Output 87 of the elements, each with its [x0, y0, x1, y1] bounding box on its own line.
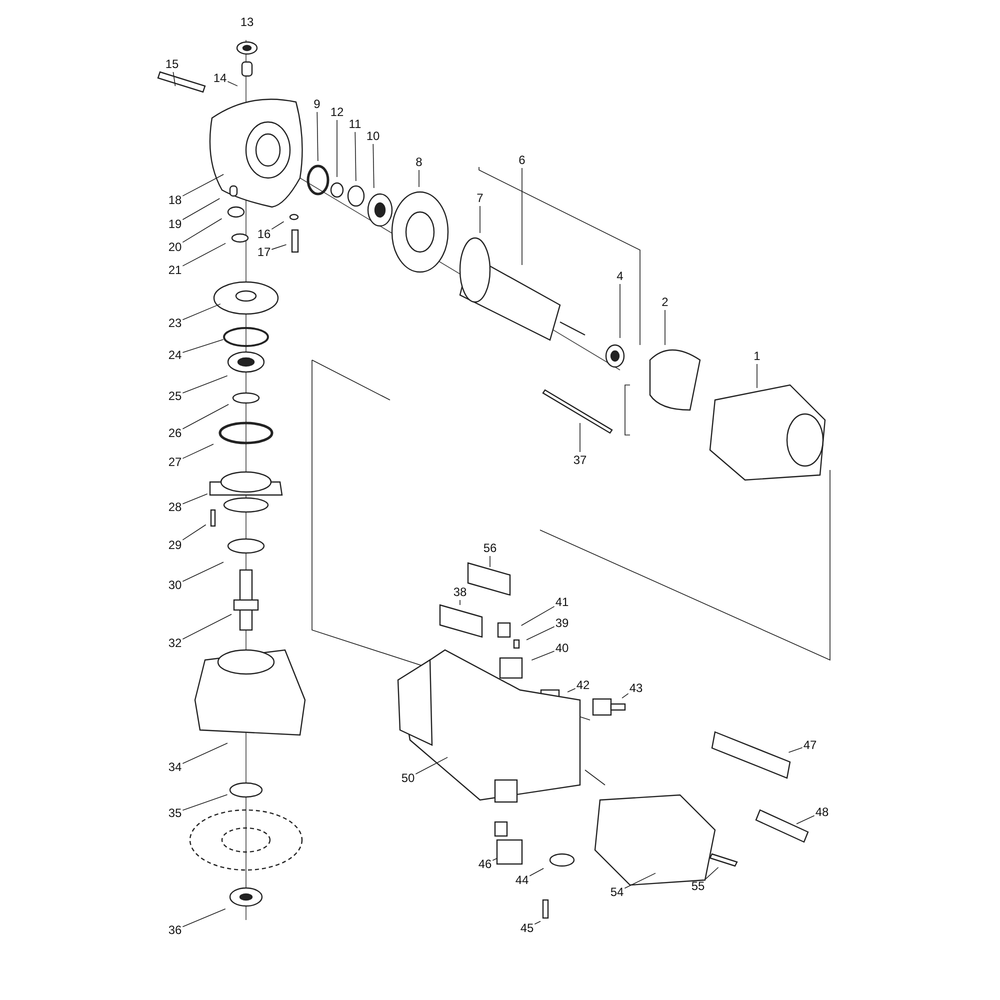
callout-number: 36 [168, 923, 182, 937]
leader-line [418, 170, 420, 188]
callout-number: 21 [168, 263, 182, 277]
callout-number: 4 [616, 269, 624, 283]
leader-line [182, 218, 222, 243]
callout-number: 45 [520, 921, 534, 935]
leader-line [182, 339, 224, 353]
leader-line [336, 120, 338, 178]
callout-number: 38 [453, 585, 467, 599]
leader-line [182, 404, 229, 430]
callout-number: 42 [576, 678, 590, 692]
leader-line [182, 562, 224, 582]
callout-number: 11 [348, 117, 362, 131]
leader-line [415, 756, 448, 774]
callout-number: 29 [168, 538, 182, 552]
leader-line [354, 132, 356, 182]
leader-line [182, 794, 228, 811]
callout-number: 34 [168, 760, 182, 774]
callout-number: 35 [168, 806, 182, 820]
callout-number: 25 [168, 389, 182, 403]
leader-line [182, 493, 208, 504]
leader-line [182, 614, 232, 640]
callout-number: 19 [168, 217, 182, 231]
callout-number: 20 [168, 240, 182, 254]
leader-line [624, 872, 656, 889]
leader-line [182, 242, 226, 266]
callout-number: 10 [366, 129, 380, 143]
callout-number: 30 [168, 578, 182, 592]
callout-number: 46 [478, 857, 492, 871]
callout-number: 13 [240, 15, 254, 29]
leader-line [182, 524, 206, 540]
leader-line [182, 444, 214, 459]
callout-number: 9 [314, 97, 320, 111]
leader-line [172, 72, 176, 86]
callout-number: 32 [168, 636, 182, 650]
callout-number: 39 [555, 616, 569, 630]
leader-line [520, 606, 555, 626]
callout-number: 50 [401, 771, 415, 785]
callout-number: 37 [573, 453, 587, 467]
leader-line [529, 868, 544, 876]
callout-number: 23 [168, 316, 182, 330]
leader-line [372, 144, 374, 188]
leader-line [182, 908, 226, 928]
callout-number: 48 [815, 805, 829, 819]
leader-line [271, 221, 284, 230]
callout-number: 47 [803, 738, 817, 752]
callout-number: 55 [691, 879, 705, 893]
leader-line [182, 174, 224, 196]
leader-line [622, 693, 629, 698]
callout-number: 28 [168, 500, 182, 514]
callout-number: 1 [754, 349, 760, 363]
leader-line [796, 815, 815, 824]
leader-line [227, 81, 238, 86]
callout-number: 40 [555, 641, 569, 655]
callout-number: 26 [168, 426, 182, 440]
callout-number: 43 [629, 681, 643, 695]
leader-line [567, 688, 576, 692]
callout-number: 24 [168, 348, 182, 362]
leader-line [271, 244, 287, 250]
callout-number: 54 [610, 885, 624, 899]
callout-number: 17 [257, 245, 271, 259]
leader-line [316, 112, 318, 162]
callout-number: 56 [483, 541, 497, 555]
leader-line [182, 375, 228, 394]
callout-number: 14 [213, 71, 227, 85]
leader-line [526, 626, 555, 640]
callout-number: 6 [518, 153, 526, 167]
leader-line [182, 304, 221, 320]
leader-line [182, 198, 220, 220]
leader-line [705, 866, 719, 880]
callout-number: 2 [662, 295, 668, 309]
callout-number: 16 [257, 227, 271, 241]
leader-line [756, 364, 758, 388]
callout-number: 15 [165, 57, 179, 71]
leader-line [664, 310, 666, 346]
callout-number: 8 [416, 155, 422, 169]
callout-number: 27 [168, 455, 182, 469]
callout-number: 44 [515, 873, 529, 887]
leader-line [182, 742, 228, 764]
callout-number: 41 [555, 595, 569, 609]
leader-line [531, 650, 555, 661]
leader-line [788, 747, 803, 753]
callout-number: 18 [168, 193, 182, 207]
leader-line [492, 858, 498, 861]
callout-number: 12 [330, 105, 344, 119]
callout-number: 7 [476, 191, 484, 205]
leader-line [534, 920, 541, 925]
